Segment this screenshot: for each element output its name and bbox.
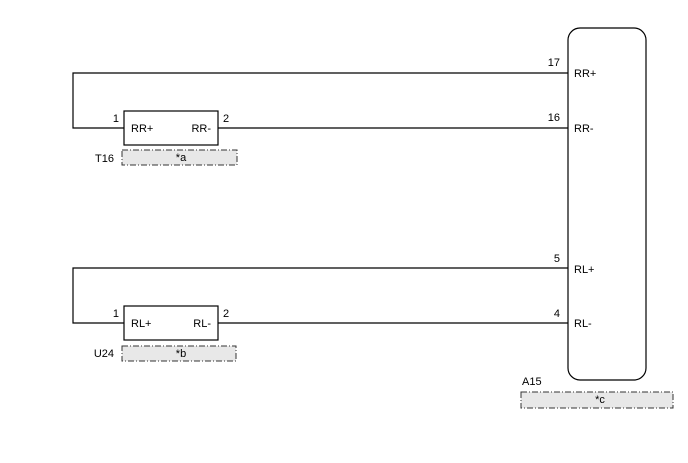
a15-pin-label: RL+ (574, 264, 595, 276)
connector-t16-body (123, 110, 219, 146)
u24-tag: *b (176, 348, 186, 360)
a15-tag: *c (595, 394, 605, 406)
connector-t16[interactable]: RR+ RR- 1 2 T16 *a (95, 110, 238, 166)
a15-pin-number: 4 (554, 308, 560, 320)
connector-a15-body (567, 27, 647, 381)
t16-ref: T16 (95, 153, 114, 165)
u24-pin-right: 2 (223, 308, 229, 320)
t16-tag-box (121, 149, 238, 166)
a15-tag-box (520, 391, 674, 409)
a15-pin-label: RL- (574, 318, 592, 330)
u24-label-right: RL- (193, 318, 211, 330)
u24-pin-left: 1 (113, 308, 119, 320)
connector-u24[interactable]: RL+ RL- 1 2 U24 *b (94, 305, 237, 362)
t16-tag: *a (176, 152, 187, 164)
t16-label-right: RR- (191, 123, 211, 135)
wire-rl-plus (72, 267, 568, 324)
u24-ref: U24 (94, 348, 114, 360)
a15-ref: A15 (522, 376, 542, 388)
wire-rr-plus (72, 72, 568, 129)
a15-pin-number: 16 (548, 112, 560, 124)
a15-pin-number: 5 (554, 253, 560, 265)
a15-pin-label: RR+ (574, 68, 596, 80)
connector-a15[interactable]: 17 RR+ 16 RR- 5 RL+ 4 RL- A15 *c (520, 27, 674, 409)
connector-u24-body (123, 305, 219, 341)
a15-pin-number: 17 (548, 57, 560, 69)
u24-tag-box (121, 345, 237, 362)
t16-pin-left: 1 (113, 113, 119, 125)
t16-label-left: RR+ (131, 123, 153, 135)
a15-pin-label: RR- (574, 123, 594, 135)
u24-label-left: RL+ (131, 318, 152, 330)
t16-pin-right: 2 (223, 113, 229, 125)
